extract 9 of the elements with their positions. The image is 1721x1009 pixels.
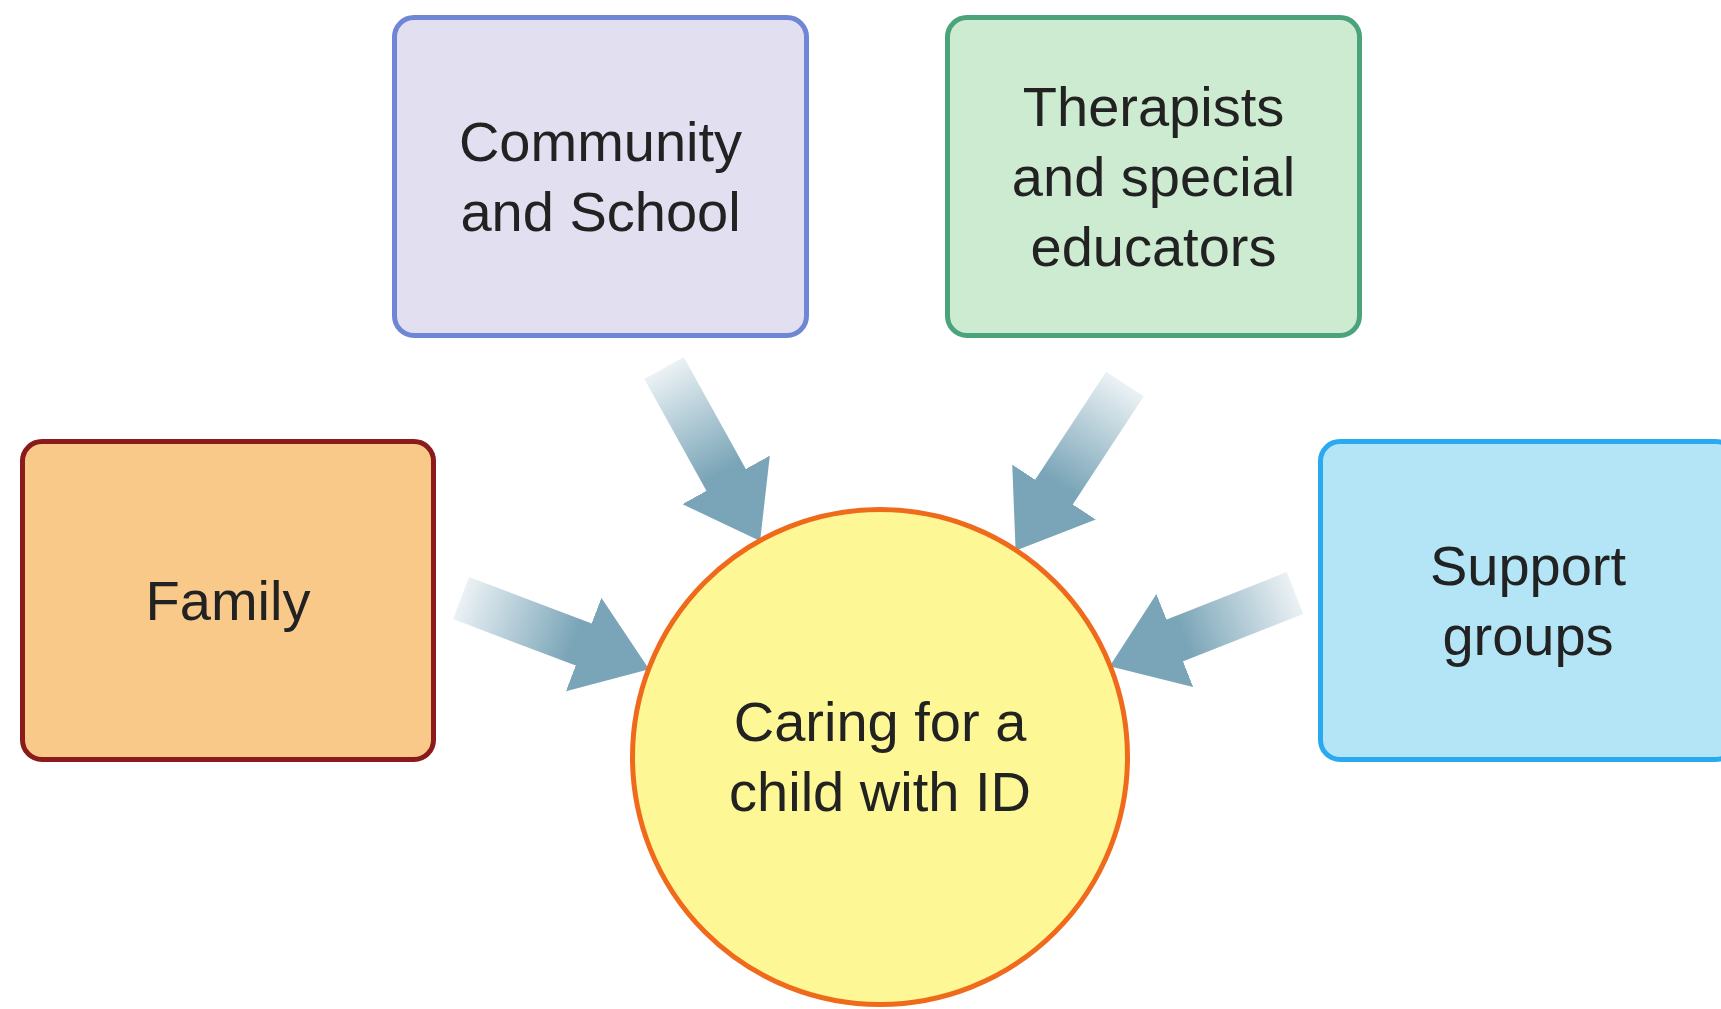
node-label: Therapists and special educators (1010, 73, 1297, 280)
node-label: Caring for a child with ID (728, 689, 1032, 825)
node-label: Family (145, 567, 311, 634)
node-label: Support groups (1428, 532, 1628, 669)
rounded-box (1318, 439, 1721, 762)
rounded-box (945, 15, 1362, 338)
rounded-box (392, 15, 809, 338)
rounded-box (20, 439, 436, 762)
node-label: Community and School (457, 108, 744, 245)
